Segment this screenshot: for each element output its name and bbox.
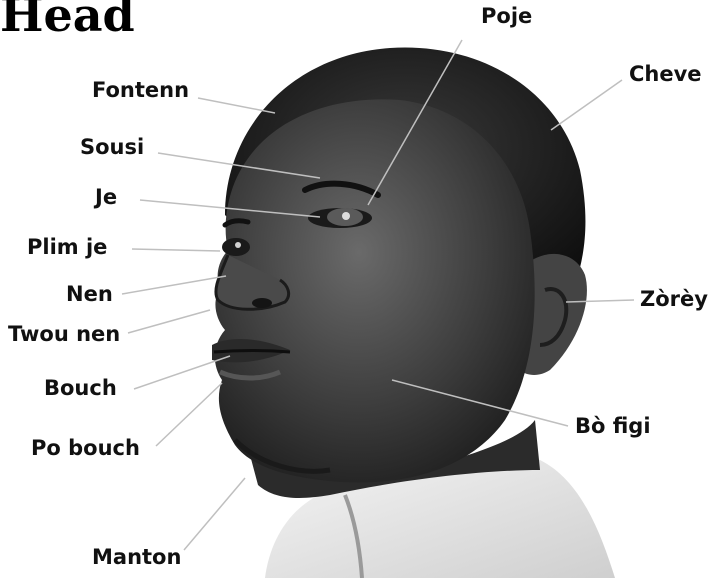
label-zorey: Zòrèy [640, 287, 708, 311]
label-je: Je [95, 185, 117, 209]
label-sousi: Sousi [80, 135, 144, 159]
page-title: Head [0, 0, 135, 42]
label-twou-nen: Twou nen [8, 322, 120, 346]
label-cheve: Cheve [629, 62, 702, 86]
label-bo-figi: Bò figi [575, 414, 651, 438]
label-poje: Poje [481, 4, 532, 28]
label-manton: Manton [92, 545, 181, 569]
label-fontenn: Fontenn [92, 78, 189, 102]
label-plim-je: Plim je [27, 235, 107, 259]
label-nen: Nen [66, 282, 113, 306]
label-po-bouch: Po bouch [31, 436, 140, 460]
label-bouch: Bouch [44, 376, 117, 400]
